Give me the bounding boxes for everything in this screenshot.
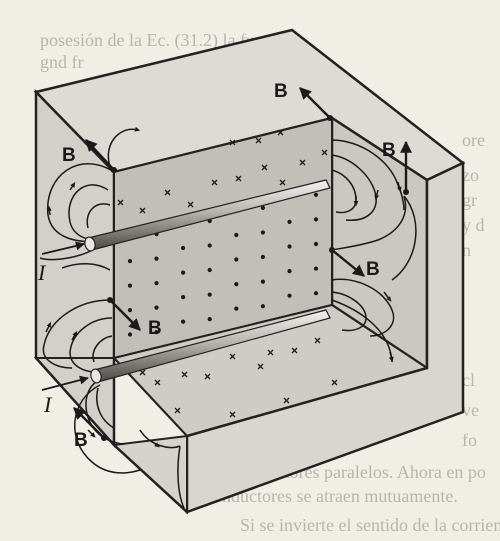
bg-line: posesión de la Ec. (31.2) la fuerza	[40, 30, 285, 50]
field-dot	[260, 304, 265, 309]
label-b-top: B	[274, 81, 288, 102]
field-dot	[154, 305, 159, 310]
field-dot	[207, 267, 212, 273]
field-dot	[313, 241, 319, 247]
field-dot	[207, 317, 212, 322]
bg-line: gr	[462, 190, 477, 210]
field-dot	[313, 192, 319, 197]
label-b-top-right: B	[382, 140, 396, 161]
field-lines-right	[331, 139, 417, 363]
field-dot	[207, 243, 212, 248]
field-dot	[234, 306, 239, 311]
field-dot	[234, 282, 239, 287]
bg-line: gnd fr	[40, 52, 84, 72]
field-dot	[207, 292, 212, 297]
field-dot	[313, 266, 319, 271]
bg-line: cl	[462, 370, 475, 390]
field-cross-marks	[117, 129, 338, 418]
field-dot	[181, 295, 186, 300]
bg-line: zo	[462, 165, 479, 185]
field-dot	[181, 270, 186, 275]
label-b-right: B	[366, 259, 380, 280]
bg-line: y d	[462, 215, 485, 235]
label-current-top: I	[37, 260, 47, 285]
field-dot	[127, 332, 133, 337]
current-arrows	[41, 241, 89, 391]
bg-line: fo	[462, 430, 477, 450]
field-dot-marks	[127, 192, 319, 337]
field-dot	[313, 291, 319, 296]
field-dot	[260, 230, 265, 235]
field-dot	[234, 232, 239, 238]
field-vectors	[73, 87, 412, 437]
field-dot	[154, 330, 159, 335]
field-dot	[260, 205, 265, 210]
field-dot	[287, 219, 292, 224]
field-dot	[287, 269, 292, 274]
bg-line: conductores se atraen mutuamente.	[205, 486, 458, 506]
field-lines-left-bottom	[42, 299, 141, 474]
bg-line: n	[462, 240, 471, 260]
field-dot	[127, 308, 133, 313]
field-dot	[287, 244, 292, 249]
label-b-bottom-left: B	[74, 430, 88, 451]
field-dot	[127, 283, 133, 288]
field-dot	[127, 259, 133, 264]
field-dot	[260, 254, 265, 260]
field-dot	[234, 257, 239, 262]
label-b-center: B	[148, 318, 162, 339]
field-dot	[287, 293, 292, 298]
bg-line: Si se invierte el sentido de la corrien	[240, 515, 500, 535]
bg-line: ve	[462, 400, 479, 420]
field-dot	[154, 256, 159, 261]
vector-anchor-dots	[101, 115, 409, 441]
field-dot	[260, 279, 265, 284]
field-dot	[313, 217, 319, 222]
field-lines-floor	[139, 429, 185, 509]
field-dot	[181, 245, 186, 251]
wire-top	[84, 179, 331, 252]
box-bottom-left-face	[33, 357, 188, 515]
label-current-bottom: I	[43, 392, 53, 417]
field-dot	[181, 319, 186, 324]
field-dot	[154, 281, 159, 286]
bg-line: ore	[462, 130, 485, 150]
label-b-top-left: B	[62, 145, 76, 166]
wire-bottom	[90, 309, 331, 384]
